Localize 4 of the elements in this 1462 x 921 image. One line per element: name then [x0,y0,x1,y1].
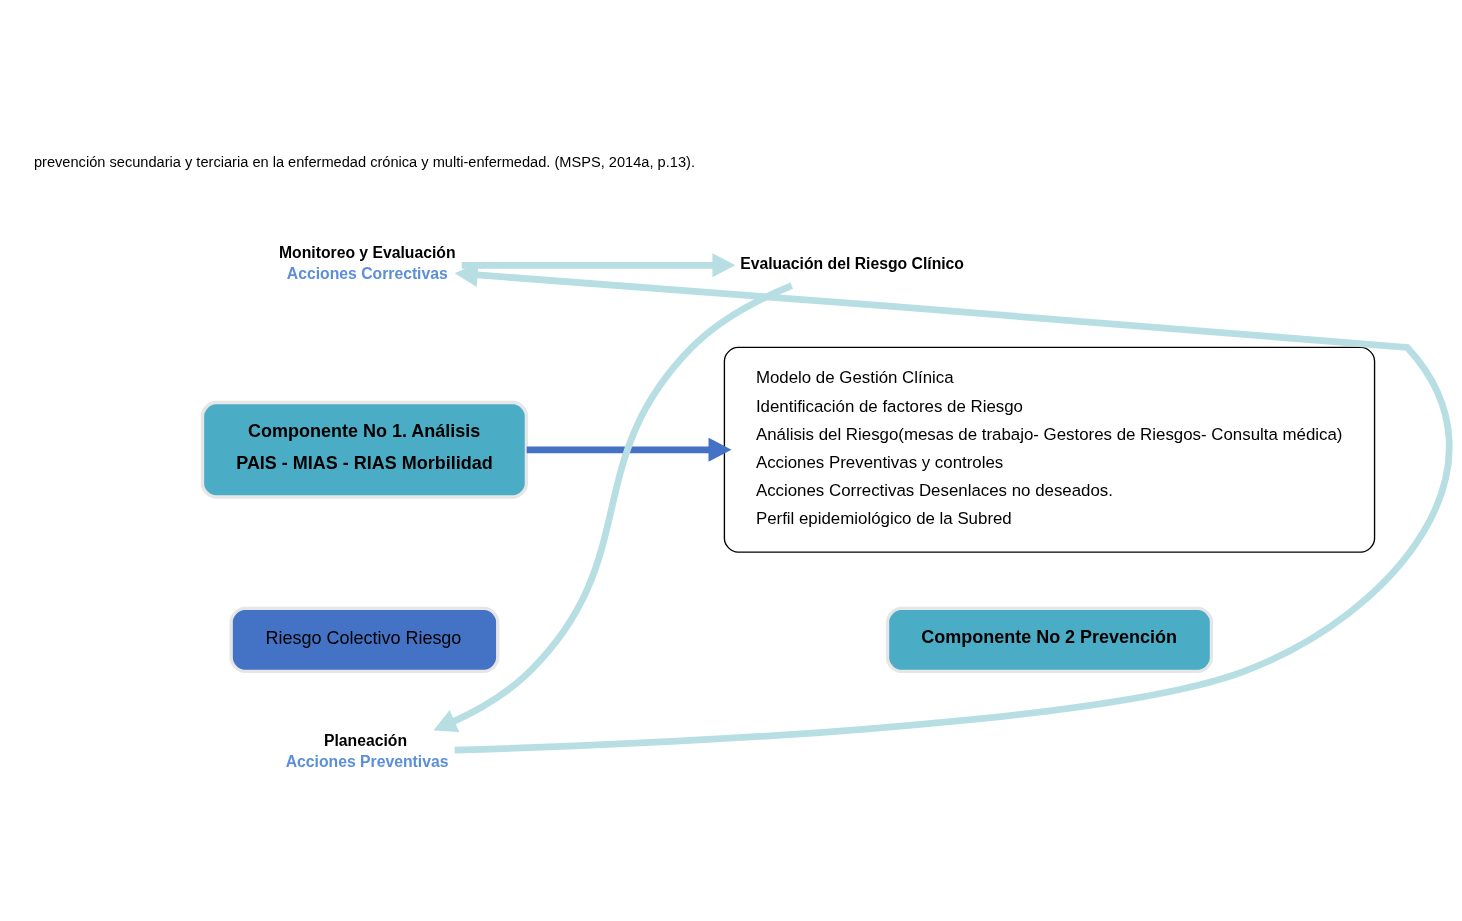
node-text: Monitoreo y Evaluación Acciones Correctivas [278,243,456,282]
node-text: Evaluación del Riesgo Clínico [739,254,964,272]
node-text: Planeación Acciones Preventivas [285,731,448,770]
label: prevención secundaria y terciaria en la enfermedad crónica y multi-enfermedad. (MSPS, 2014a, p.13). [33,153,695,170]
